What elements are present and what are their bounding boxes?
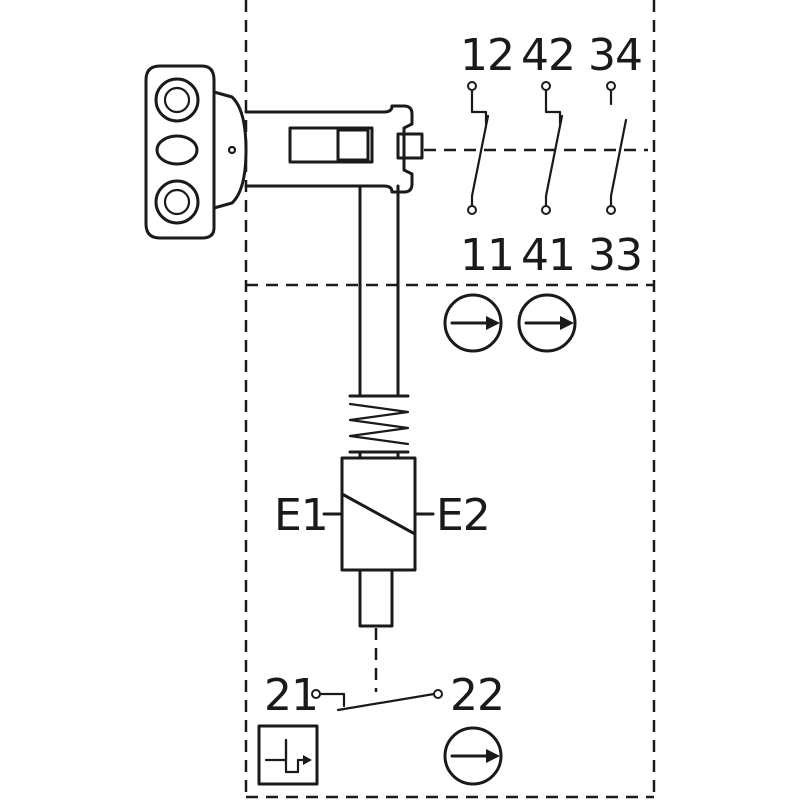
aux-terminal-22: 22 [450,670,504,721]
contact-42-41 [541,81,564,215]
enclosure-frame [244,0,656,800]
terminal-41: 41 [521,230,575,281]
aux-contact-21-22 [311,689,443,712]
terminal-42: 42 [521,30,575,81]
return-spring [348,394,410,460]
aux-terminal-21: 21 [264,670,318,721]
plunger-housing [244,104,424,194]
contact-34-33 [606,81,628,215]
positive-opening-arrow-icon [443,726,503,786]
solenoid-coil [322,456,435,572]
terminal-11: 11 [460,230,514,281]
terminal-34: 34 [588,30,642,81]
armature [358,568,394,628]
plunger-rod [358,184,400,398]
contact-12-11 [467,81,490,215]
coil-terminal-e1: E1 [274,490,328,541]
terminal-33: 33 [588,230,642,281]
coil-terminal-e2: E2 [436,490,490,541]
positive-opening-arrow-icon [443,293,503,353]
positive-opening-arrow-icon [517,293,577,353]
actuator-head [144,64,248,240]
delayed-return-symbol-icon [257,724,319,786]
terminal-12: 12 [460,30,514,81]
